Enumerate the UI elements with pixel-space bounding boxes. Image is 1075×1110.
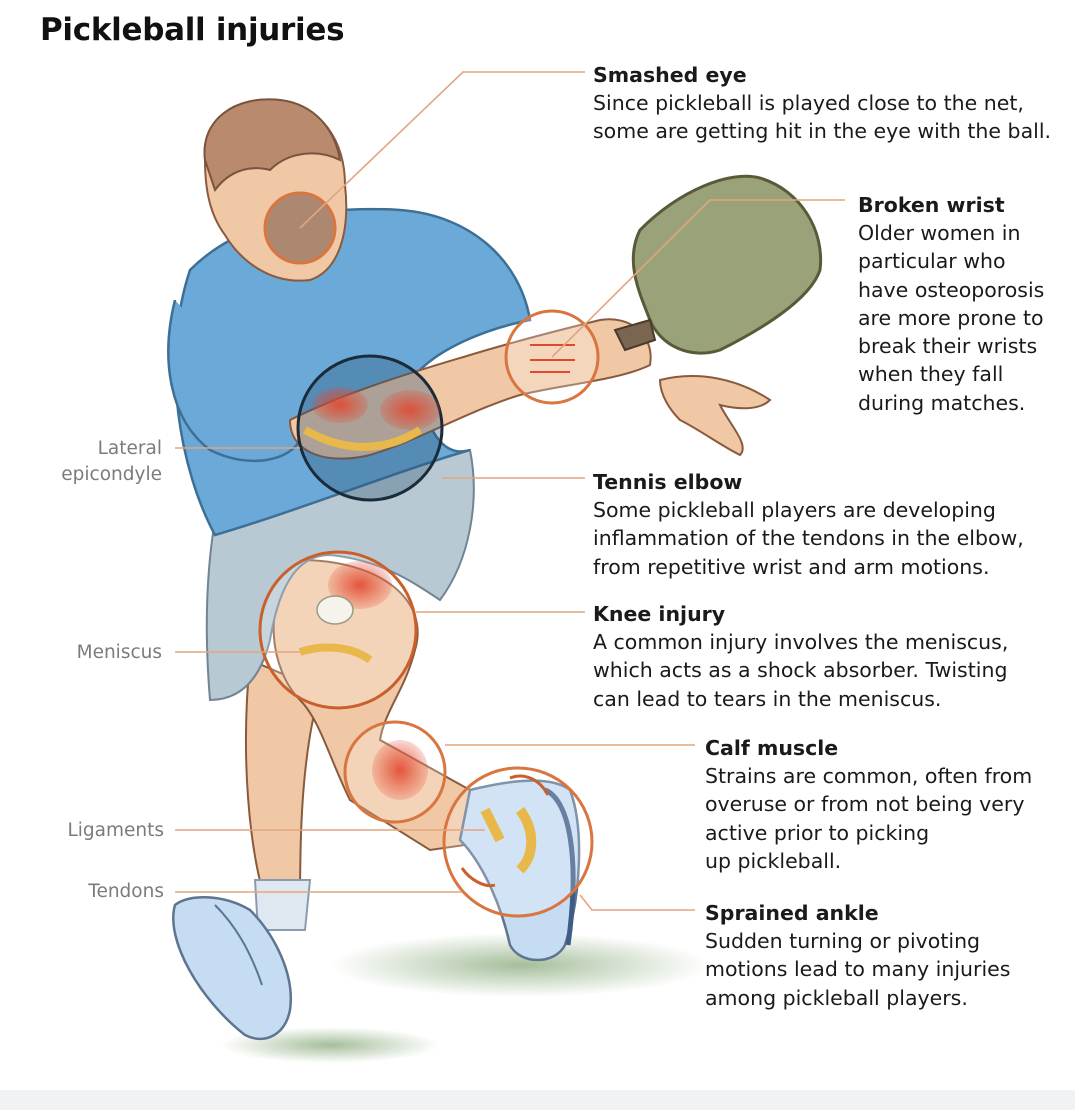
- label-line: epicondyle: [61, 464, 162, 485]
- callout-line: during matches.: [858, 390, 1026, 415]
- knee-injury-circle: [258, 550, 418, 710]
- ankle-injury-circle: [442, 766, 594, 918]
- label-tendons: Tendons: [88, 881, 164, 902]
- shirt: [167, 207, 532, 537]
- callout-line: when they fall: [858, 362, 1004, 387]
- leader-line-broken-wrist: [551, 199, 845, 358]
- ground-shadow: [220, 933, 710, 1063]
- callout-line: break their wrists: [858, 334, 1038, 359]
- paddle: [613, 174, 823, 355]
- callout-heading: Sprained ankle: [705, 901, 879, 925]
- callout-line: inflammation of the tendons in the elbow…: [593, 526, 1024, 551]
- callout-tennis-elbow: Tennis elbow Some pickleball players are…: [593, 468, 1024, 581]
- callout-smashed-eye: Smashed eye Since pickleball is played c…: [593, 61, 1051, 146]
- callout-heading: Broken wrist: [858, 193, 1005, 217]
- callout-line: up pickleball.: [705, 848, 842, 873]
- callout-line: Sudden turning or pivoting: [705, 929, 981, 953]
- callout-line: have osteoporosis: [858, 277, 1045, 302]
- callout-line: A common injury involves the meniscus,: [593, 630, 1009, 654]
- callout-line: are more prone to: [858, 305, 1044, 330]
- callout-line: motions lead to many injuries: [705, 957, 1011, 982]
- back-shoe: [172, 896, 293, 1041]
- callout-broken-wrist: Broken wrist Older women in particular w…: [858, 191, 1044, 417]
- arm: [288, 318, 772, 460]
- leader-lines: [175, 71, 845, 911]
- elbow-injury-circle: [296, 354, 444, 502]
- page-title: Pickleball injuries: [40, 12, 345, 48]
- callout-line: Strains are common, often from: [705, 764, 1033, 788]
- head: [203, 98, 348, 282]
- bottom-strip: [0, 1090, 1075, 1110]
- callout-heading: Tennis elbow: [593, 470, 743, 494]
- leader-line-smashed-eye: [299, 71, 585, 229]
- callout-line: Older women in: [858, 221, 1021, 245]
- callout-line: some are getting hit in the eye with the…: [593, 119, 1052, 144]
- leader-line-sprained-ankle: [579, 894, 695, 911]
- callout-line: among pickleball players.: [705, 985, 968, 1010]
- callout-line: Since pickleball is played close to the …: [593, 91, 1024, 115]
- callout-knee-injury: Knee injury A common injury involves the…: [593, 600, 1008, 713]
- callout-line: active prior to picking: [705, 820, 930, 845]
- label-ligaments: Ligaments: [67, 820, 164, 841]
- label-line: Lateral: [97, 438, 162, 459]
- callout-calf-muscle: Calf muscle Strains are common, often fr…: [705, 734, 1032, 875]
- label-meniscus: Meniscus: [76, 642, 162, 663]
- callout-line: particular who: [858, 249, 1006, 274]
- callout-line: can lead to tears in the meniscus.: [593, 686, 942, 711]
- callout-heading: Knee injury: [593, 602, 726, 626]
- callout-line: overuse or from not being very: [705, 792, 1025, 817]
- back-leg: [245, 658, 322, 931]
- calf-injury-circle: [343, 720, 447, 824]
- callout-heading: Smashed eye: [593, 63, 747, 87]
- callout-line: from repetitive wrist and arm motions.: [593, 554, 990, 579]
- callout-heading: Calf muscle: [705, 736, 839, 760]
- callout-sprained-ankle: Sprained ankle Sudden turning or pivotin…: [705, 899, 1010, 1012]
- label-lateral-epicondyle: Lateral epicondyle: [61, 436, 162, 488]
- callout-line: Some pickleball players are developing: [593, 498, 996, 522]
- callout-line: which acts as a shock absorber. Twisting: [593, 658, 1008, 683]
